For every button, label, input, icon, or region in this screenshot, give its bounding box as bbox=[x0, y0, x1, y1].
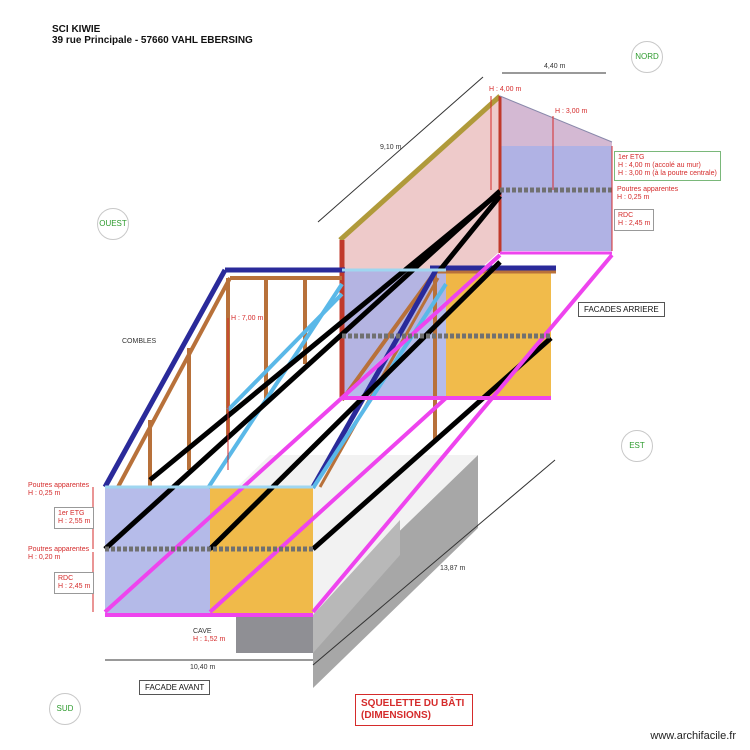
project-header: SCI KIWIE 39 rue Principale - 57660 VAHL… bbox=[52, 24, 253, 46]
black-beam-4 bbox=[148, 190, 502, 482]
box-right-1er-etg-title: 1er ETG bbox=[618, 154, 645, 161]
compass-ouest: OUEST bbox=[97, 208, 129, 240]
compass-sud: SUD bbox=[49, 693, 81, 725]
box-left-poutres-mid-height: H : 0,20 m bbox=[28, 554, 61, 561]
combles-brown-roof bbox=[116, 277, 232, 488]
dim-label-h3: H : 3,00 m bbox=[555, 108, 588, 115]
box-left-1er-etg-title: 1er ETG bbox=[58, 510, 85, 517]
box-right-1er-etg: 1er ETG H : 4,00 m (accolé au mur) H : 3… bbox=[614, 151, 721, 181]
rear-blue-wall bbox=[500, 146, 612, 251]
black-beam-5 bbox=[438, 194, 502, 272]
rear-top-edge bbox=[499, 95, 613, 143]
compass-nord: NORD bbox=[631, 41, 663, 73]
cyan-beam-2 bbox=[226, 292, 344, 412]
box-right-1er-etg-h-beam: H : 3,00 m (à la poutre centrale) bbox=[618, 170, 717, 177]
dim-label-width-top: 4,40 m bbox=[544, 63, 566, 70]
box-right-1er-etg-h-wall: H : 4,00 m (accolé au mur) bbox=[618, 162, 701, 169]
label-facades-arriere: FACADES ARRIERE bbox=[578, 302, 665, 317]
front-blue-wall bbox=[105, 487, 210, 615]
dim-label-h4: H : 4,00 m bbox=[489, 86, 522, 93]
magenta-beam-1 bbox=[103, 253, 502, 614]
drawing-title: SQUELETTE DU BÂTI (DIMENSIONS) bbox=[355, 694, 473, 726]
box-right-poutres-height: H : 0,25 m bbox=[617, 194, 650, 201]
black-beam-2 bbox=[208, 260, 502, 551]
box-right-poutres-title: Poutres apparentes bbox=[617, 186, 679, 193]
dim-depth-long bbox=[312, 459, 556, 666]
combles-diag-navy bbox=[310, 268, 439, 489]
label-combles: COMBLES bbox=[122, 338, 157, 345]
dim-label-h7: H : 7,00 m bbox=[231, 315, 264, 322]
box-left-rdc-height: H : 2,45 m bbox=[58, 583, 91, 590]
label-facade-avant: FACADE AVANT bbox=[139, 680, 211, 695]
box-left-rdc-title: RDC bbox=[58, 575, 74, 582]
rear-roof-ridge bbox=[338, 94, 502, 242]
label-cave-height: H : 1,52 m bbox=[193, 636, 226, 643]
box-left-poutres-top-title: Poutres apparentes bbox=[28, 482, 90, 489]
box-left-rdc: RDC H : 2,45 m bbox=[54, 572, 95, 594]
box-right-poutres: Poutres apparentes H : 0,25 m bbox=[617, 186, 678, 202]
black-beam-1 bbox=[103, 189, 502, 551]
box-left-1er-etg-height: H : 2,55 m bbox=[58, 518, 91, 525]
box-left-poutres-top-height: H : 0,25 m bbox=[28, 490, 61, 497]
watermark: www.archifacile.fr bbox=[650, 730, 736, 742]
magenta-beam-3 bbox=[311, 253, 614, 614]
project-address: 39 rue Principale - 57660 VAHL EBERSING bbox=[52, 35, 253, 46]
drawing-title-line2: (DIMENSIONS) bbox=[361, 710, 431, 721]
dim-label-width-front: 10,40 m bbox=[190, 664, 216, 671]
box-left-poutres-mid: Poutres apparentes H : 0,20 m bbox=[28, 546, 89, 562]
dim-label-depth-top: 9,10 m bbox=[380, 144, 402, 151]
cave-box bbox=[236, 615, 313, 653]
label-cave-name: CAVE bbox=[193, 628, 212, 635]
drawing-title-line1: SQUELETTE DU BÂTI bbox=[361, 698, 465, 709]
box-right-rdc-title: RDC bbox=[618, 212, 634, 219]
box-left-poutres-top: Poutres apparentes H : 0,25 m bbox=[28, 482, 89, 498]
box-right-rdc: RDC H : 2,45 m bbox=[614, 209, 655, 231]
combles-navy-roof bbox=[102, 268, 228, 489]
magenta-beam-2 bbox=[208, 396, 448, 614]
compass-est: EST bbox=[621, 430, 653, 462]
dim-depth-top bbox=[317, 76, 484, 223]
box-left-1er-etg: 1er ETG H : 2,55 m bbox=[54, 507, 95, 529]
box-left-poutres-mid-title: Poutres apparentes bbox=[28, 546, 90, 553]
box-right-rdc-height: H : 2,45 m bbox=[618, 220, 651, 227]
cave-side bbox=[313, 520, 400, 653]
project-name: SCI KIWIE bbox=[52, 24, 101, 35]
dim-label-depth-long: 13,87 m bbox=[440, 565, 466, 572]
middle-brown-diag bbox=[340, 270, 437, 402]
cyan-beam-3 bbox=[311, 282, 448, 490]
